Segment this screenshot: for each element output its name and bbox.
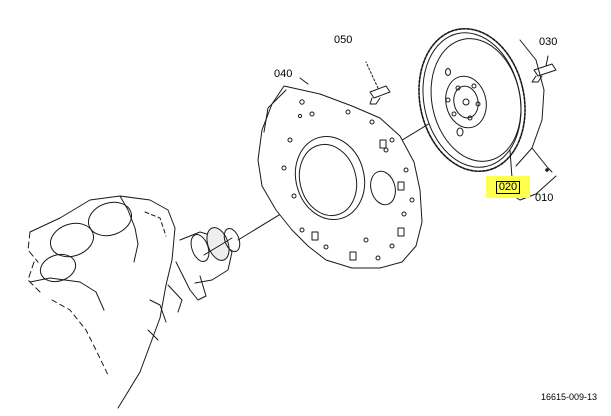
catalog-code: 16615-009-13: [540, 392, 597, 402]
crankshaft: [167, 227, 241, 313]
cylinder-bores: [39, 201, 132, 283]
bolt-050: [365, 61, 391, 105]
engine-block-outline: [27, 195, 176, 409]
part-label-020-text: 020: [495, 180, 521, 194]
part-label-040[interactable]: 040: [274, 68, 293, 80]
flywheel-housing-plate: [257, 85, 423, 269]
part-label-020[interactable]: 020: [486, 176, 530, 198]
part-label-030[interactable]: 030: [539, 36, 558, 48]
part-label-050[interactable]: 050: [334, 34, 353, 46]
part-label-010[interactable]: 010: [535, 192, 554, 204]
flywheel: [418, 27, 545, 173]
